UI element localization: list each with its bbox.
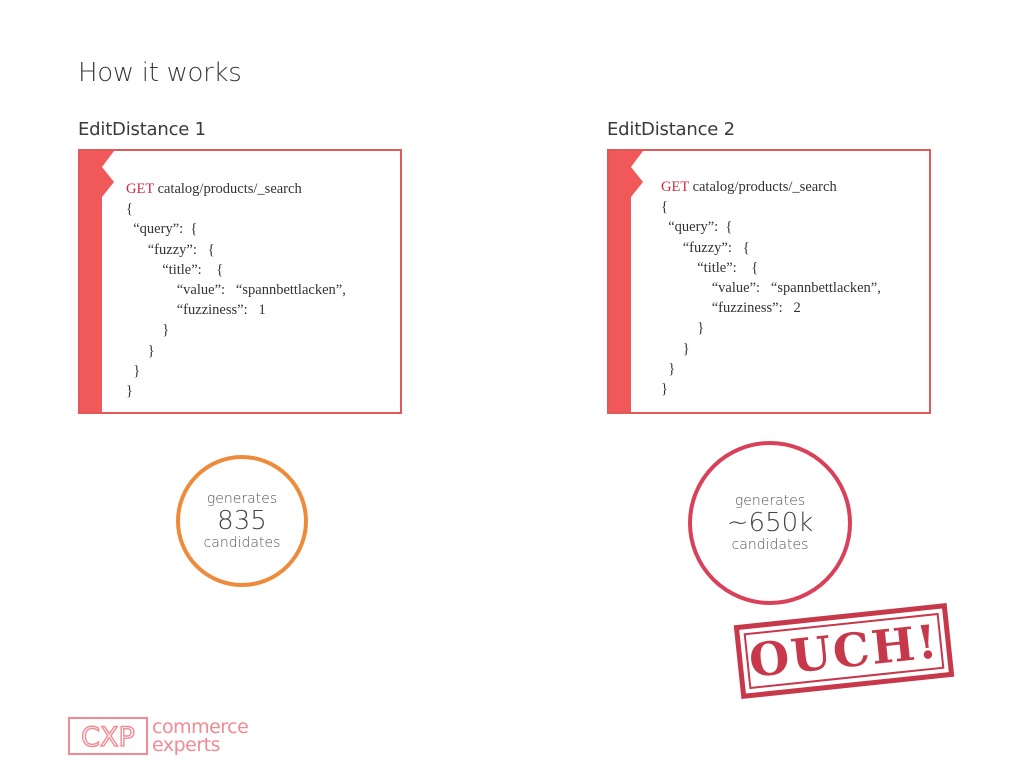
code-line: “query”: {: [661, 219, 733, 236]
card-ribbon-decoration: [80, 151, 102, 412]
http-verb: GET: [126, 181, 154, 197]
http-verb: GET: [661, 179, 689, 195]
code-line: “fuzziness”: 1: [126, 302, 266, 319]
stamp-text: OUCH!: [746, 614, 942, 688]
code-line: “value”: “spannbettlacken”,: [661, 280, 881, 297]
right-section-heading: EditDistance 2: [607, 119, 735, 140]
left-code-block: GET catalog/products/_search { “query”: …: [126, 179, 346, 401]
right-result-circle: generates ~650k candidates: [688, 441, 852, 605]
code-line: }: [661, 320, 705, 337]
code-line: {: [126, 201, 133, 218]
code-line: “fuzzy”: {: [126, 241, 215, 258]
code-line: “fuzzy”: {: [661, 239, 750, 256]
right-code-block: GET catalog/products/_search { “query”: …: [661, 177, 881, 399]
left-result-circle: generates 835 candidates: [176, 455, 308, 587]
result-label-top: generates: [206, 490, 278, 507]
svg-text:CXP: CXP: [81, 722, 135, 751]
code-line: }: [661, 360, 676, 377]
candidate-count: ~650k: [726, 507, 814, 538]
code-line: “query”: {: [126, 221, 198, 238]
code-line: “value”: “spannbettlacken”,: [126, 282, 346, 299]
code-line: }: [126, 362, 141, 379]
result-label-bottom: candidates: [731, 536, 809, 553]
cxp-logo: CXP commerce experts: [68, 716, 249, 756]
code-line: }: [661, 381, 668, 398]
result-label-top: generates: [734, 492, 806, 509]
cxp-logo-mark: CXP: [68, 717, 148, 755]
left-code-card: GET catalog/products/_search { “query”: …: [78, 149, 402, 414]
code-line: “title”: {: [661, 259, 759, 276]
left-section-heading: EditDistance 1: [78, 119, 206, 140]
code-line: {: [661, 199, 668, 216]
logo-line-2: experts: [152, 734, 221, 756]
code-line: }: [126, 383, 133, 400]
code-line: “title”: {: [126, 261, 224, 278]
logo-wordmark: commerce experts: [152, 716, 249, 756]
code-line: }: [126, 342, 155, 359]
right-code-card: GET catalog/products/_search { “query”: …: [607, 149, 931, 414]
ouch-stamp: OUCH!: [733, 603, 955, 699]
code-line: }: [661, 340, 690, 357]
logo-line-1: commerce: [152, 716, 249, 738]
code-line: “fuzziness”: 2: [661, 300, 801, 317]
code-line: }: [126, 322, 170, 339]
cxp-letters-icon: CXP: [80, 721, 135, 751]
request-path: catalog/products/_search: [157, 181, 302, 197]
card-ribbon-decoration: [609, 151, 631, 412]
result-label-bottom: candidates: [203, 534, 281, 551]
slide-title: How it works: [78, 58, 242, 88]
request-path: catalog/products/_search: [692, 179, 837, 195]
candidate-count: 835: [217, 505, 267, 536]
